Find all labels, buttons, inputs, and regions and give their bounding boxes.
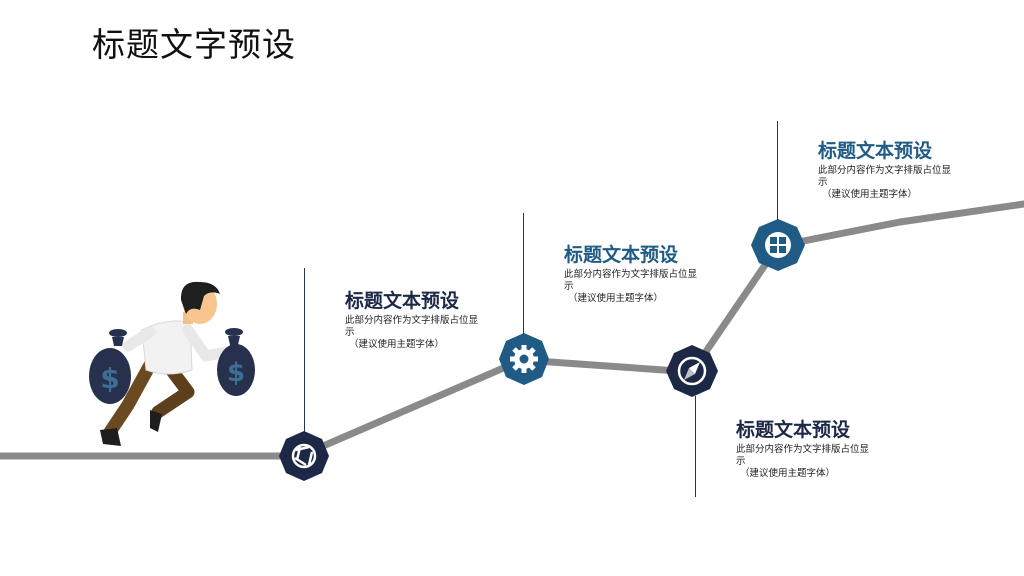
stop-2-heading: 标题文本预设 <box>564 244 679 266</box>
stop-1-marker <box>279 431 329 481</box>
stop-1-heading: 标题文本预设 <box>345 290 460 312</box>
windows-icon <box>765 232 791 258</box>
money-bag-right-icon: $ <box>217 328 255 396</box>
stop-4-body: 此部分内容作为文字排版占位显 示 （建议使用主题字体） <box>818 165 952 200</box>
stop-4-heading: 标题文本预设 <box>818 140 933 162</box>
stop-1-connector <box>304 268 305 432</box>
stop-4-marker <box>751 219 805 271</box>
stop-2-text: 标题文本预设 此部分内容作为文字排版占位显 示 （建议使用主题字体） <box>564 243 724 305</box>
businessman-running-figure <box>100 281 232 446</box>
money-bag-left-symbol: $ <box>100 362 119 395</box>
money-bag-right-symbol: $ <box>227 358 245 388</box>
stop-1-text: 标题文本预设 此部分内容作为文字排版占位显 示 （建议使用主题字体） <box>345 289 505 351</box>
stop-2-body: 此部分内容作为文字排版占位显 示 （建议使用主题字体） <box>564 269 698 304</box>
stop-3-body: 此部分内容作为文字排版占位显 示 （建议使用主题字体） <box>736 444 870 479</box>
stop-3-connector <box>695 396 696 497</box>
gear-icon <box>510 345 538 373</box>
stop-3-heading: 标题文本预设 <box>736 419 851 441</box>
money-bag-left-icon: $ <box>89 329 131 404</box>
stop-3-text: 标题文本预设 此部分内容作为文字排版占位显 示 （建议使用主题字体） <box>736 418 896 480</box>
stop-1-body: 此部分内容作为文字排版占位显 示 （建议使用主题字体） <box>345 315 479 350</box>
compass-icon <box>677 356 707 386</box>
stop-3-marker <box>666 345 718 397</box>
stop-2-connector <box>523 213 524 334</box>
page-title: 标题文字预设 <box>92 25 296 64</box>
stop-4-connector <box>777 121 778 220</box>
stop-4-text: 标题文本预设 此部分内容作为文字排版占位显 示 （建议使用主题字体） <box>818 139 978 201</box>
aperture-icon <box>291 443 317 469</box>
stop-2-marker <box>499 333 549 385</box>
